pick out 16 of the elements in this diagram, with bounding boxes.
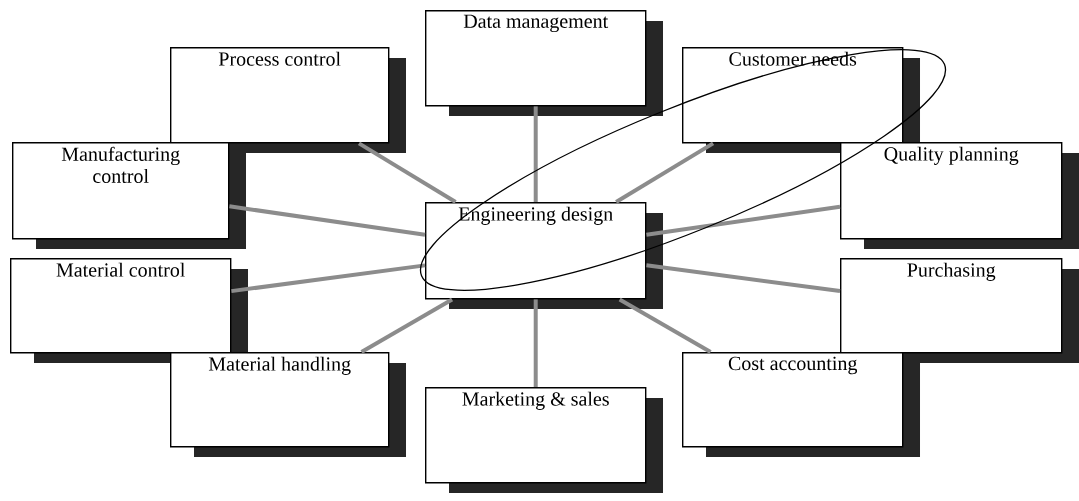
connector-line: [646, 204, 841, 237]
connector-line: [229, 204, 426, 237]
connector-line: [231, 263, 426, 294]
connector-line: [618, 297, 712, 354]
connector-line: [615, 141, 715, 204]
process-box: Data management: [425, 10, 663, 116]
process-box: Marketing & sales: [425, 387, 663, 493]
process-box: Material handling: [170, 352, 406, 457]
process-box: Cost accounting: [682, 352, 920, 457]
connector-line: [533, 299, 538, 387]
connector-line: [533, 106, 538, 202]
connector-line: [360, 297, 454, 354]
connector-line: [357, 141, 457, 204]
process-box: Quality planning: [840, 142, 1079, 249]
process-box: Manufacturing control: [12, 142, 246, 249]
connector-line: [646, 263, 841, 294]
